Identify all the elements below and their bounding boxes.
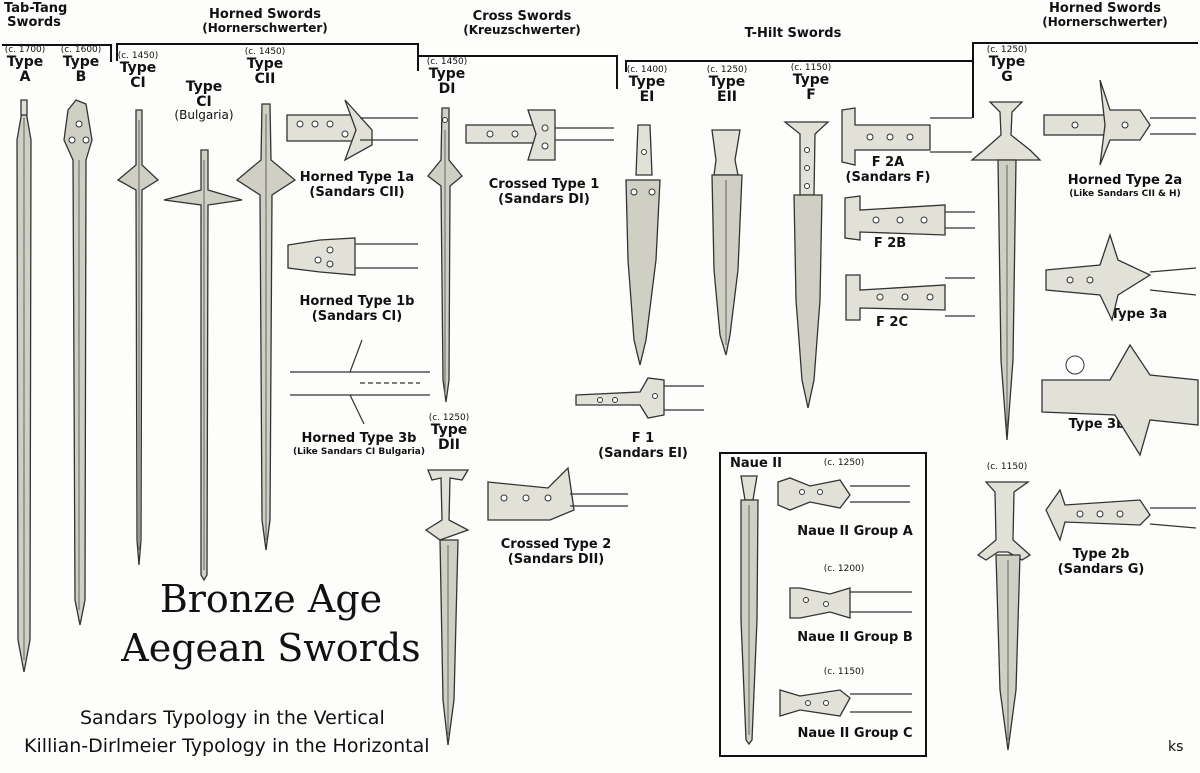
sword-type-eii bbox=[711, 129, 743, 356]
caption-horned-type-1a: Horned Type 1a(Sandars CII) bbox=[299, 170, 415, 200]
group-bracket-horned-2 bbox=[972, 42, 1198, 44]
hilt-naue-group-b bbox=[789, 587, 912, 619]
group-label-t-hilt-swords: T-Hilt Swords bbox=[744, 26, 842, 41]
caption-naue-group-b: Naue II Group B bbox=[797, 630, 913, 645]
caption-naue-group-a: Naue II Group A bbox=[797, 524, 913, 539]
type-g-late-date: (c. 1150) bbox=[986, 462, 1028, 472]
caption-type-2b: Type 2b(Sandars G) bbox=[1057, 547, 1145, 577]
hilt-crossed-2 bbox=[487, 466, 628, 521]
caption-f2b: F 2B bbox=[873, 236, 907, 251]
bracket-tick bbox=[625, 60, 627, 72]
caption-f2c: F 2C bbox=[876, 315, 908, 330]
naue-a-date: (c. 1250) bbox=[823, 458, 865, 468]
hilt-horned-1b bbox=[287, 237, 418, 276]
caption-f1: F 1(Sandars EI) bbox=[598, 431, 688, 461]
sword-type-ci-bulgaria bbox=[163, 149, 243, 582]
naue-c-date: (c. 1150) bbox=[823, 667, 865, 677]
hilt-f2b bbox=[844, 195, 975, 241]
artist-signature: ks bbox=[1168, 739, 1184, 755]
hilt-horned-2a bbox=[1043, 79, 1196, 166]
caption-horned-type-1b: Horned Type 1b(Sandars CI) bbox=[299, 294, 415, 324]
naue-b-date: (c. 1200) bbox=[823, 564, 865, 574]
sword-type-g-late bbox=[976, 481, 1032, 751]
sword-type-cii bbox=[235, 103, 297, 551]
group-bracket-cross bbox=[419, 55, 617, 57]
bracket-tick bbox=[110, 44, 112, 62]
hilt-horned-3b bbox=[290, 339, 430, 425]
hilt-f2a bbox=[841, 107, 972, 166]
caption-type-3b: Type 3b bbox=[1068, 417, 1126, 432]
naue-ii-title: Naue II bbox=[730, 456, 782, 471]
bracket-tick bbox=[417, 43, 419, 71]
hilt-f1 bbox=[575, 377, 704, 419]
caption-f2a: F 2A(Sandars F) bbox=[845, 155, 931, 185]
caption-crossed-type-1: Crossed Type 1(Sandars DI) bbox=[488, 177, 600, 207]
naue-ii-panel bbox=[719, 452, 927, 757]
bracket-tick bbox=[972, 42, 974, 118]
caption-horned-type-2a: Horned Type 2a(Like Sandars CII & H) bbox=[1067, 173, 1183, 199]
caption-naue-group-c: Naue II Group C bbox=[797, 726, 913, 741]
sword-type-g bbox=[970, 101, 1042, 441]
hilt-type-3b bbox=[1041, 343, 1199, 457]
bracket-tick bbox=[616, 55, 618, 89]
sword-type-ei bbox=[625, 124, 661, 366]
group-bracket-t-hilt bbox=[625, 60, 973, 62]
group-bracket-tab-tang bbox=[2, 44, 112, 46]
caption-horned-type-3b: Horned Type 3b(Like Sandars CI Bulgaria) bbox=[293, 431, 425, 457]
hilt-naue-group-c bbox=[779, 689, 912, 717]
sword-naue-ii bbox=[740, 475, 759, 746]
sword-type-ci bbox=[116, 109, 160, 566]
group-label-horned-swords: Horned Swords(Hornerschwerter) bbox=[202, 7, 328, 35]
sword-type-b bbox=[63, 99, 93, 626]
bracket-tick bbox=[116, 43, 118, 61]
group-label-cross-swords: Cross Swords(Kreuzschwerter) bbox=[463, 9, 581, 37]
sword-type-dii bbox=[424, 469, 470, 746]
hilt-naue-group-a bbox=[777, 477, 910, 511]
group-bracket-horned-1 bbox=[116, 43, 418, 45]
caption-crossed-type-2: Crossed Type 2(Sandars DII) bbox=[500, 537, 612, 567]
sword-type-di bbox=[427, 107, 463, 403]
group-label-horned-swords-2: Horned Swords(Hornerschwerter) bbox=[1042, 1, 1168, 29]
hilt-horned-1a bbox=[286, 99, 418, 162]
hilt-f2c bbox=[845, 274, 975, 321]
sword-type-f bbox=[783, 121, 830, 409]
caption-type-3a: Type 3a bbox=[1110, 307, 1168, 322]
hilt-type-3a bbox=[1045, 232, 1197, 322]
hilt-type-2b bbox=[1045, 488, 1197, 542]
sword-type-a bbox=[16, 99, 32, 673]
hilt-crossed-1 bbox=[465, 109, 614, 161]
